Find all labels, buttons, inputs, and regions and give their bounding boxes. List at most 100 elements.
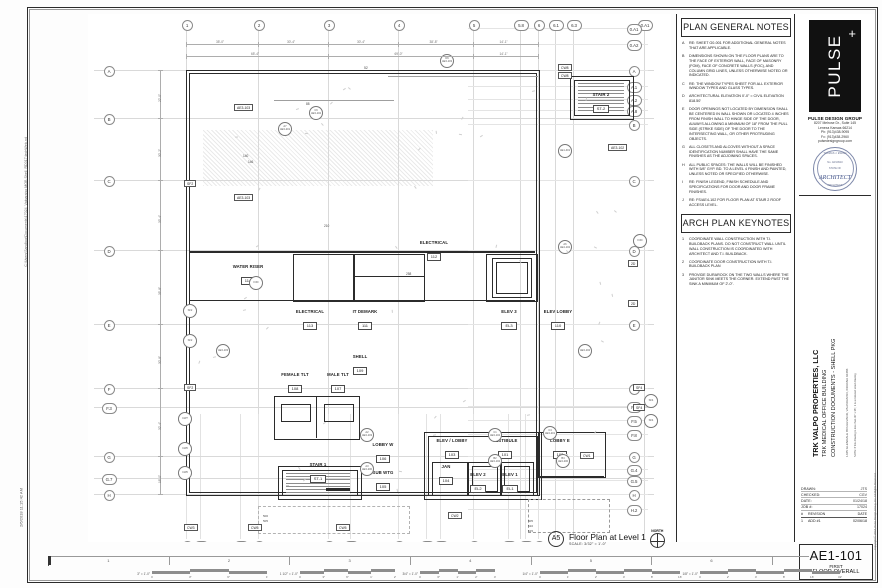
grid-bubble-top-6[interactable]: 6 <box>534 20 545 31</box>
detail-callout[interactable]: B2AE3-102 <box>488 454 502 468</box>
grid-bubble-bottom-5.6[interactable]: 5.6 <box>519 541 534 543</box>
grid-bubble-right-F.8[interactable]: F.8 <box>627 430 642 441</box>
grid-bubble-bottom-1.1[interactable]: 1.1 <box>194 541 209 543</box>
grid-bubble-left-F[interactable]: F <box>104 384 115 395</box>
grid-bubble-left-C[interactable]: C <box>104 176 115 187</box>
grid-bubble-left-D[interactable]: D <box>104 246 115 257</box>
detail-callout[interactable]: SF4 <box>644 394 658 408</box>
grid-bubble-bottom-1.8[interactable]: 1.8 <box>234 541 249 543</box>
detail-callout[interactable]: SF2 <box>183 334 197 348</box>
grid-bubble-bottom-6[interactable]: 6 <box>534 541 545 543</box>
grid-bubble-top-2[interactable]: 2 <box>254 20 265 31</box>
annotation-tag[interactable]: CW5 <box>336 524 350 531</box>
grid-bubble-left-H[interactable]: H <box>104 490 115 501</box>
annotation-tag[interactable]: AE3-102 <box>608 144 627 151</box>
grid-bubble-bottom-3[interactable]: 3 <box>324 541 335 543</box>
annotation-tag[interactable]: SF2 <box>184 384 196 391</box>
grid-bubble-bottom-4[interactable]: 4 <box>394 541 405 543</box>
grid-bubble-top-5[interactable]: 5 <box>469 20 480 31</box>
detail-callout[interactable]: C6AE3-102 <box>309 106 323 120</box>
grid-bubble-right-H.2[interactable]: H.2 <box>627 505 642 516</box>
grid-bubble-right-G.4[interactable]: G.4 <box>627 465 642 476</box>
room-tag[interactable]: ELEV / LOBBY103 <box>430 438 474 461</box>
annotation-tag[interactable]: CW8 <box>558 64 572 71</box>
annotation-tag[interactable]: SF4 <box>633 404 645 411</box>
annotation-tag[interactable]: CW2 <box>448 512 462 519</box>
grid-bubble-left-G[interactable]: G <box>104 452 115 463</box>
room-tag[interactable]: ELEV 3EL3 <box>487 309 531 332</box>
grid-bubble-right-0.A2[interactable]: 0.A2 <box>627 40 642 51</box>
grid-bubble-left-B[interactable]: B <box>104 114 115 125</box>
grid-bubble-top-1[interactable]: 1 <box>182 20 193 31</box>
detail-callout[interactable]: AE3-103 <box>216 344 230 358</box>
room-tag[interactable]: ELEV LOBBY110 <box>536 309 580 332</box>
grid-bubble-right-E[interactable]: E <box>629 320 640 331</box>
graphic-scale-tick: 2' <box>727 575 729 579</box>
grid-bubble-right-F.5[interactable]: F.5 <box>627 416 642 427</box>
grid-bubble-bottom-1[interactable]: 1 <box>182 541 193 543</box>
detail-callout[interactable]: A6AE4-102 <box>558 240 572 254</box>
annotation-tag[interactable]: SF4 <box>633 384 645 391</box>
grid-bubble-left-E[interactable]: E <box>104 320 115 331</box>
grid-bubble-top-5.8[interactable]: 5.8 <box>514 20 529 31</box>
room-tag[interactable]: MALE TLT107 <box>316 372 360 395</box>
grid-bubble-bottom-5[interactable]: 5 <box>469 541 480 543</box>
detail-callout[interactable]: F3D <box>249 276 263 290</box>
detail-callout[interactable]: A7AE3-201 <box>278 122 292 136</box>
grid-bubble-top-3[interactable]: 3 <box>324 20 335 31</box>
detail-callout[interactable]: AE3-102 <box>578 344 592 358</box>
annotation-tag[interactable]: 2D <box>628 300 638 307</box>
grid-bubble-bottom-4.5[interactable]: 4.5 <box>434 541 449 543</box>
grid-bubble-top-4[interactable]: 4 <box>394 20 405 31</box>
room-tag[interactable]: JAN104 <box>424 464 468 487</box>
detail-callout[interactable]: B4AE3-200 <box>556 454 570 468</box>
floor-plan-drawing[interactable]: 123455.866.16.30.A111.11.8233.344.44.555… <box>88 14 671 542</box>
detail-callout[interactable]: C1AE3-102 <box>488 428 502 442</box>
detail-callout[interactable]: A3AE3-200 <box>360 462 374 476</box>
general-note-text: ARCHITECTURAL ELEVATION 0'-0" = CIVIL EL… <box>689 94 790 104</box>
annotation-tag[interactable]: CW1 <box>580 452 594 459</box>
room-tag[interactable]: ELECTRICAL113 <box>288 309 332 332</box>
grid-bubble-left-G.7[interactable]: G.7 <box>102 474 117 485</box>
room-tag[interactable]: STAIR 2ST-2 <box>579 92 623 115</box>
annotation-tag[interactable]: CW5 <box>248 524 262 531</box>
grid-bubble-right-H[interactable]: H <box>629 490 640 501</box>
grid-bubble-top-6.3[interactable]: 6.3 <box>567 20 582 31</box>
detail-callout[interactable]: CW7 <box>178 412 192 426</box>
room-tag[interactable]: ELECTRICAL112 <box>412 240 456 263</box>
grid-bubble-bottom-3.3[interactable]: 3.3 <box>344 541 359 543</box>
grid-bubble-bottom-2[interactable]: 2 <box>254 541 265 543</box>
detail-callout[interactable]: AE1-401 <box>558 144 572 158</box>
grid-bubble-right-G.5[interactable]: G.5 <box>627 476 642 487</box>
grid-bubble-right-B[interactable]: B <box>629 120 640 131</box>
detail-callout[interactable]: CW6 <box>178 442 192 456</box>
annotation-tag[interactable]: CW8 <box>558 72 572 79</box>
grid-bubble-right-0.A1[interactable]: 0.A1 <box>627 24 642 35</box>
room-tag[interactable]: FEMALE TLT108 <box>273 372 317 395</box>
room-tag[interactable]: WATER RISER114 <box>226 264 270 287</box>
detail-callout[interactable]: C4AE3-201 <box>543 426 557 440</box>
room-tag[interactable]: IT DEMARK111 <box>343 309 387 332</box>
grid-bubble-bottom-4.4[interactable]: 4.4 <box>420 541 435 543</box>
room-tag[interactable]: ELEV 1EL1 <box>488 472 532 495</box>
room-tag[interactable]: STAIR 1ST-1 <box>296 462 340 485</box>
grid-bubble-right-G[interactable]: G <box>629 452 640 463</box>
project-address: 1425 GLENDALE BOULEVARD, VALPARAISO, IND… <box>845 369 849 457</box>
detail-callout[interactable]: A2AE3-103 <box>360 428 374 442</box>
grid-bubble-right-A[interactable]: A <box>629 66 640 77</box>
detail-callout[interactable]: CW6 <box>178 466 192 480</box>
grid-bubble-top-6.1[interactable]: 6.1 <box>549 20 564 31</box>
detail-callout[interactable]: SF2 <box>183 304 197 318</box>
graphic-scale-tick: 0 <box>419 575 421 579</box>
detail-callout[interactable]: SF4 <box>644 414 658 428</box>
annotation-tag[interactable]: AE3-103 <box>234 104 253 111</box>
grid-bubble-bottom-5.5[interactable]: 5.5 <box>502 541 517 543</box>
grid-bubble-right-C[interactable]: C <box>629 176 640 187</box>
annotation-tag[interactable]: CW3 <box>184 524 198 531</box>
annotation-tag[interactable]: AE3-103 <box>234 194 253 201</box>
annotation-tag[interactable]: SF2 <box>184 180 196 187</box>
detail-callout[interactable]: F3D <box>633 234 647 248</box>
annotation-tag[interactable]: 2D <box>628 260 638 267</box>
grid-bubble-left-A[interactable]: A <box>104 66 115 77</box>
grid-bubble-left-F.3[interactable]: F.3 <box>102 403 117 414</box>
